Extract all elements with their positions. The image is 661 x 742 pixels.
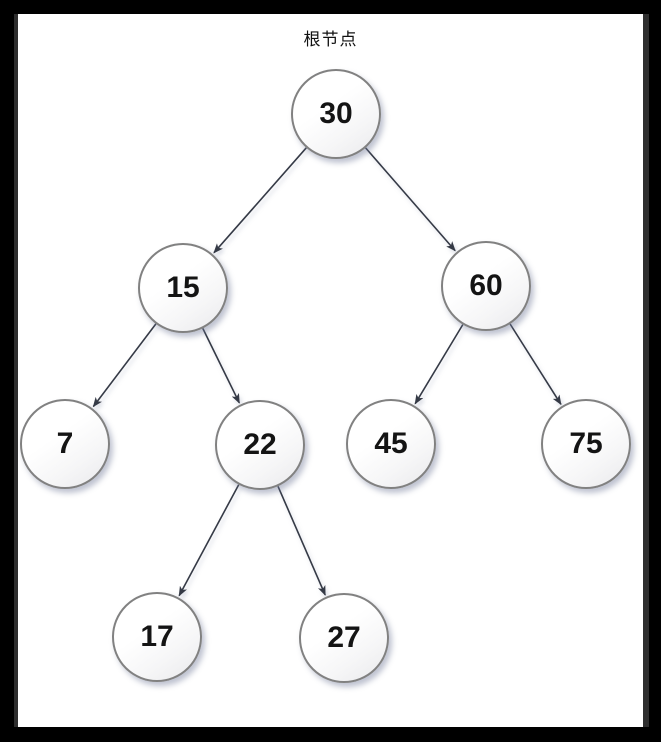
- tree-node-15: 15: [138, 243, 228, 333]
- diagram-title: 根节点: [303, 30, 358, 49]
- node-label: 75: [569, 427, 603, 460]
- tree-node-30: 30: [291, 69, 381, 159]
- edge-22-17: [178, 484, 240, 597]
- edge-15-22: [202, 328, 241, 404]
- tree-node-7: 7: [20, 399, 110, 489]
- node-label: 7: [56, 427, 74, 460]
- node-label: 60: [469, 269, 503, 302]
- node-label: 17: [140, 620, 174, 653]
- tree-node-60: 60: [441, 241, 531, 331]
- tree-node-75: 75: [541, 399, 631, 489]
- node-label: 22: [243, 428, 277, 461]
- tree-node-27: 27: [299, 593, 389, 683]
- node-label: 30: [319, 97, 353, 130]
- edge-30-15: [213, 147, 307, 254]
- tree-node-17: 17: [112, 592, 202, 682]
- edge-15-7: [92, 323, 157, 408]
- edge-30-60: [364, 147, 456, 252]
- tree-node-45: 45: [346, 399, 436, 489]
- tree-node-22: 22: [215, 400, 305, 490]
- node-label: 45: [374, 427, 408, 460]
- edge-60-45: [414, 324, 464, 405]
- node-label: 15: [166, 271, 200, 304]
- edge-60-75: [509, 323, 562, 406]
- node-label: 27: [327, 621, 361, 654]
- edge-22-27: [277, 485, 326, 596]
